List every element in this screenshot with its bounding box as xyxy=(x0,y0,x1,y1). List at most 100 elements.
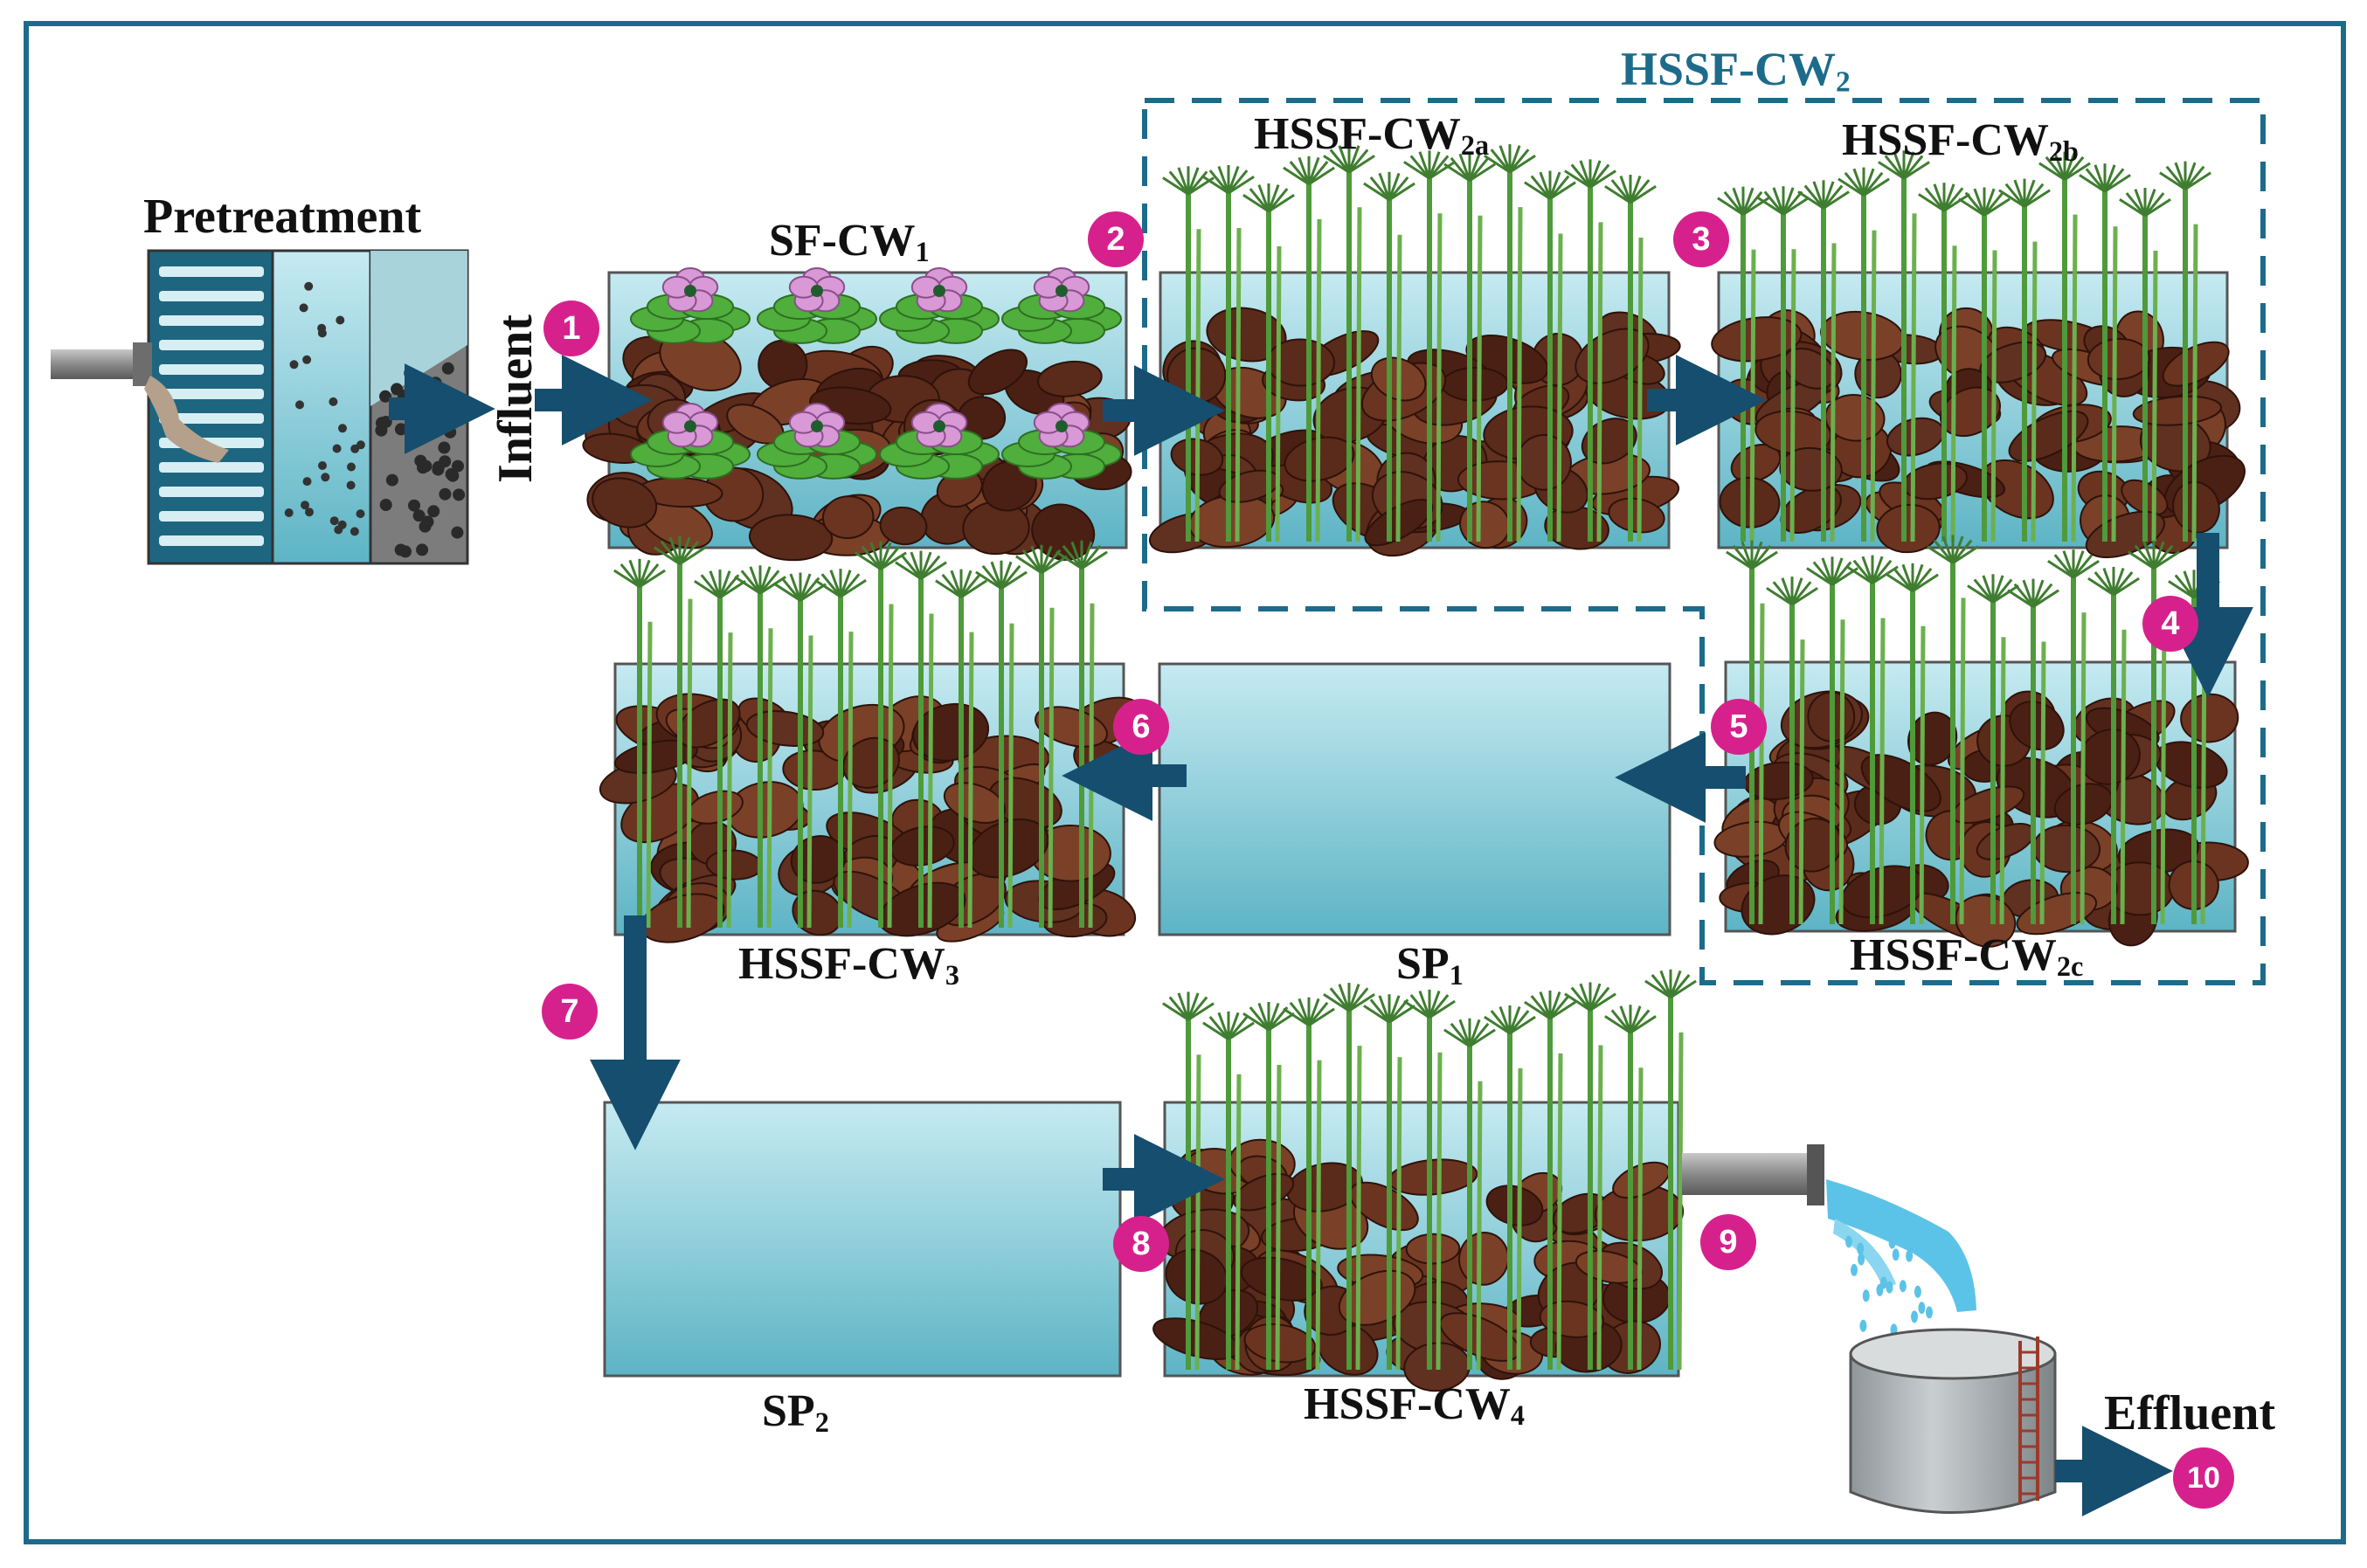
step-badge-4: 4 xyxy=(2142,596,2198,652)
reed-plant-icon xyxy=(1524,990,1576,1371)
gravel-stone xyxy=(879,506,928,546)
reed-plant-icon xyxy=(694,570,746,929)
reed-plant-icon xyxy=(2087,566,2140,925)
reed-plant-icon xyxy=(613,558,666,929)
reed-plant-icon xyxy=(1838,167,1890,542)
label-sp2: SP2 xyxy=(762,1386,829,1439)
reed-plant-icon xyxy=(1797,180,1850,542)
label-influent: Influent xyxy=(488,314,543,483)
reed-plant-icon xyxy=(1283,155,1335,542)
reed-plant-icon xyxy=(1886,563,1939,925)
reed-plant-icon xyxy=(2047,549,2100,925)
reed-plant-icon xyxy=(895,550,947,929)
reed-plant-icon xyxy=(2079,163,2131,542)
pipe-icon xyxy=(51,349,147,379)
reed-plant-icon xyxy=(1202,165,1255,542)
reed-plant-icon xyxy=(1202,1011,1255,1371)
ladder xyxy=(2020,1350,2038,1495)
gravel-stone xyxy=(592,477,658,528)
reed-plant-icon xyxy=(654,535,706,929)
reed-plant-icon xyxy=(1443,1018,1496,1371)
gravel-stone xyxy=(821,495,875,540)
pretreatment-filter-water xyxy=(370,251,467,406)
label-hssf-cw2-group: HSSF-CW2 xyxy=(1621,43,1851,99)
gravel-stone xyxy=(748,514,834,562)
reed-plant-icon xyxy=(1323,144,1375,542)
label-pretreatment: Pretreatment xyxy=(143,190,422,244)
step-badge-10: 10 xyxy=(2173,1447,2234,1509)
reed-plant-icon xyxy=(1766,577,1818,925)
inflow-stream xyxy=(144,376,229,463)
gravel-stone xyxy=(613,739,698,774)
hssf-cw2-group-border xyxy=(1142,98,2266,985)
tank-sp1 xyxy=(1158,662,1671,936)
reed-plant-icon xyxy=(2119,188,2171,542)
screen-icon xyxy=(159,266,264,546)
plant-layer xyxy=(613,144,2220,1371)
reed-plant-icon xyxy=(1484,1005,1536,1371)
reed-plant-icon xyxy=(734,565,786,929)
label-hssf-cw2c: HSSF-CW2c xyxy=(1850,930,2084,983)
pipe-icon xyxy=(1682,1153,1813,1195)
reed-plant-icon xyxy=(855,541,907,929)
reed-plant-icon xyxy=(2038,151,2091,542)
flower-plant-icon xyxy=(879,403,1000,480)
reed-plant-icon xyxy=(1604,1005,1657,1371)
reed-plant-icon xyxy=(1564,982,1616,1371)
reed-plant-icon xyxy=(935,569,987,929)
water-stream xyxy=(1826,1179,1976,1312)
gravel-stone xyxy=(1779,446,1843,492)
label-hssf-cw2b: HSSF-CW2b xyxy=(1842,115,2079,168)
reed-plant-icon xyxy=(1363,171,1415,542)
reed-plant-icon xyxy=(1998,178,2051,542)
step-badge-3: 3 xyxy=(1673,211,1729,267)
label-sp1: SP1 xyxy=(1396,939,1464,991)
outlet-assembly xyxy=(1682,1144,2057,1514)
reed-plant-icon xyxy=(1564,159,1616,542)
flower-plant-icon xyxy=(757,267,877,344)
reed-plant-icon xyxy=(1878,150,1930,542)
reed-plant-icon xyxy=(1283,997,1335,1371)
reed-plant-icon xyxy=(975,560,1028,929)
gravel-stone xyxy=(2008,410,2089,462)
reed-plant-icon xyxy=(1967,574,2019,925)
step-badge-1: 1 xyxy=(543,300,599,356)
reed-plant-icon xyxy=(1363,994,1415,1371)
reed-plant-icon xyxy=(1918,183,1970,542)
reed-plant-icon xyxy=(1644,969,1697,1371)
flower-plant-icon xyxy=(630,267,751,344)
water-drops xyxy=(1845,1235,1933,1337)
reed-plant-icon xyxy=(1323,983,1375,1371)
reed-plant-icon xyxy=(1958,187,2011,542)
flower-plant-icon xyxy=(879,267,1000,344)
label-hssf-cw4: HSSF-CW4 xyxy=(1304,1379,1526,1432)
reed-plant-icon xyxy=(1443,152,1496,542)
gravel-stone xyxy=(1405,1233,1461,1265)
reed-plant-icon xyxy=(1242,1002,1295,1371)
step-badge-5: 5 xyxy=(1711,699,1767,755)
tank-sp2 xyxy=(603,1101,1122,1378)
label-hssf-cw2a: HSSF-CW2a xyxy=(1254,109,1490,162)
label-hssf-cw3: HSSF-CW3 xyxy=(738,939,960,991)
gravel-stone xyxy=(1441,366,1509,402)
step-badge-7: 7 xyxy=(542,984,598,1040)
pretreatment-unit xyxy=(51,249,469,565)
reed-plant-icon xyxy=(1403,989,1456,1371)
reed-plant-icon xyxy=(1604,175,1657,542)
label-effluent: Effluent xyxy=(2104,1386,2275,1440)
water-tank-icon xyxy=(1849,1328,2057,1514)
gravel-stone xyxy=(967,349,1028,396)
reed-plant-icon xyxy=(1242,183,1295,542)
outer-frame xyxy=(24,21,2346,1544)
reed-plant-icon xyxy=(774,572,827,929)
reed-plant-icon xyxy=(1524,170,1576,542)
reed-plant-icon xyxy=(814,569,867,929)
reed-plant-icon xyxy=(1757,186,1810,542)
gravel-stone xyxy=(745,710,825,747)
step-badge-2: 2 xyxy=(1088,211,1144,267)
reed-plant-icon xyxy=(1484,144,1536,542)
step-badge-8: 8 xyxy=(1113,1216,1169,1272)
flower-plant-icon xyxy=(757,403,877,480)
flower-plant-icon xyxy=(1001,403,1122,480)
